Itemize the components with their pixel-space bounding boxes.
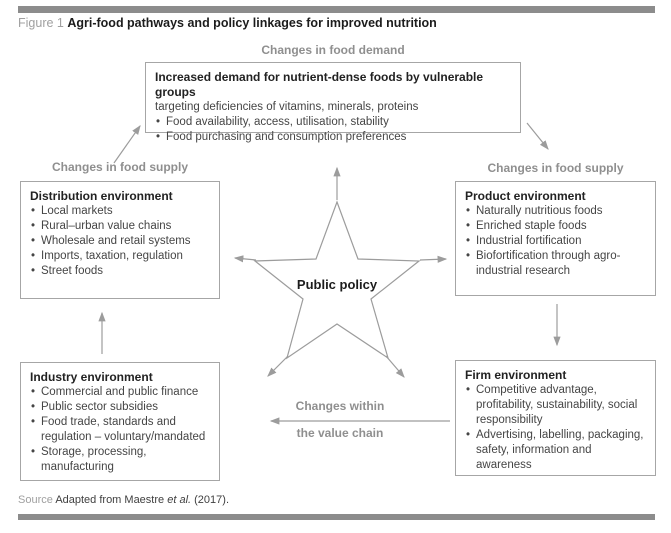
source-label: Source: [18, 494, 53, 506]
distribution-box-title: Distribution environment: [30, 189, 173, 203]
bullet-item: Public sector subsidies: [30, 400, 211, 415]
public-policy-label: Public policy: [296, 277, 378, 292]
changes-in-food-supply-left-label: Changes in food supply: [51, 160, 188, 174]
source-et-al: et al.: [167, 494, 192, 506]
arrow-policy-to-distribution: [233, 255, 257, 263]
bullet-item: Enriched staple foods: [465, 219, 647, 234]
arrow-demand-to-product: [526, 122, 549, 150]
firm-bullet-list: Competitive advantage, profitability, su…: [465, 383, 647, 473]
top-rule: [18, 6, 655, 13]
changes-in-food-demand-label: Changes in food demand: [261, 43, 405, 57]
firm-environment-box: Firm environment Competitive advantage, …: [455, 360, 656, 476]
value-chain-label-line2: the value chain: [296, 426, 384, 440]
bottom-rule: [18, 514, 655, 520]
bullet-item: Advertising, labelling, packaging, safet…: [465, 428, 647, 473]
arrow-distribution-to-demand: [113, 125, 141, 164]
arrow-policy-to-industry: [267, 355, 289, 377]
industry-box-title: Industry environment: [30, 370, 153, 384]
bullet-item: Commercial and public finance: [30, 385, 211, 400]
bullet-item: Wholesale and retail systems: [30, 234, 211, 249]
product-bullet-list: Naturally nutritious foods Enriched stap…: [465, 204, 647, 279]
bullet-item: Industrial fortification: [465, 234, 647, 249]
bullet-item: Food purchasing and consumption preferen…: [155, 130, 512, 145]
bullet-item: Naturally nutritious foods: [465, 204, 647, 219]
demand-box: Increased demand for nutrient-dense food…: [145, 62, 521, 145]
firm-box-title: Firm environment: [465, 368, 567, 382]
distribution-environment-box: Distribution environment Local markets R…: [20, 181, 220, 299]
distribution-bullet-list: Local markets Rural–urban value chains W…: [30, 204, 211, 279]
demand-box-subtitle: targeting deficiencies of vitamins, mine…: [155, 101, 419, 113]
bullet-item: Storage, processing, manufacturing: [30, 445, 211, 475]
bullet-item: Street foods: [30, 264, 211, 279]
bullet-item: Rural–urban value chains: [30, 219, 211, 234]
bullet-item: Local markets: [30, 204, 211, 219]
value-chain-label-line1: Changes within: [295, 399, 385, 413]
bullet-item: Imports, taxation, regulation: [30, 249, 211, 264]
bullet-item: Biofortification through agro-industrial…: [465, 249, 647, 279]
figure-caption: Figure 1 Agri-food pathways and policy l…: [18, 16, 437, 30]
source-text: Adapted from Maestre: [55, 494, 165, 506]
industry-environment-box: Industry environment Commercial and publ…: [20, 362, 220, 481]
product-environment-box: Product environment Naturally nutritious…: [455, 181, 656, 296]
bullet-item: Competitive advantage, profitability, su…: [465, 383, 647, 428]
demand-bullet-list: Food availability, access, utilisation, …: [155, 115, 512, 145]
figure-number-label: Figure 1: [18, 16, 64, 30]
figure-title: Agri-food pathways and policy linkages f…: [67, 16, 437, 30]
changes-in-food-supply-right-label: Changes in food supply: [487, 161, 624, 175]
product-box-title: Product environment: [465, 189, 586, 203]
demand-box-title: Increased demand for nutrient-dense food…: [155, 70, 484, 99]
bullet-item: Food trade, standards and regulation – v…: [30, 415, 211, 445]
arrow-policy-to-firm: [385, 355, 405, 378]
source-year: (2017).: [194, 494, 229, 506]
bullet-item: Food availability, access, utilisation, …: [155, 115, 512, 130]
source-note: Source Adapted from Maestre et al. (2017…: [18, 494, 229, 506]
industry-bullet-list: Commercial and public finance Public sec…: [30, 385, 211, 475]
arrow-policy-to-product: [419, 255, 448, 263]
